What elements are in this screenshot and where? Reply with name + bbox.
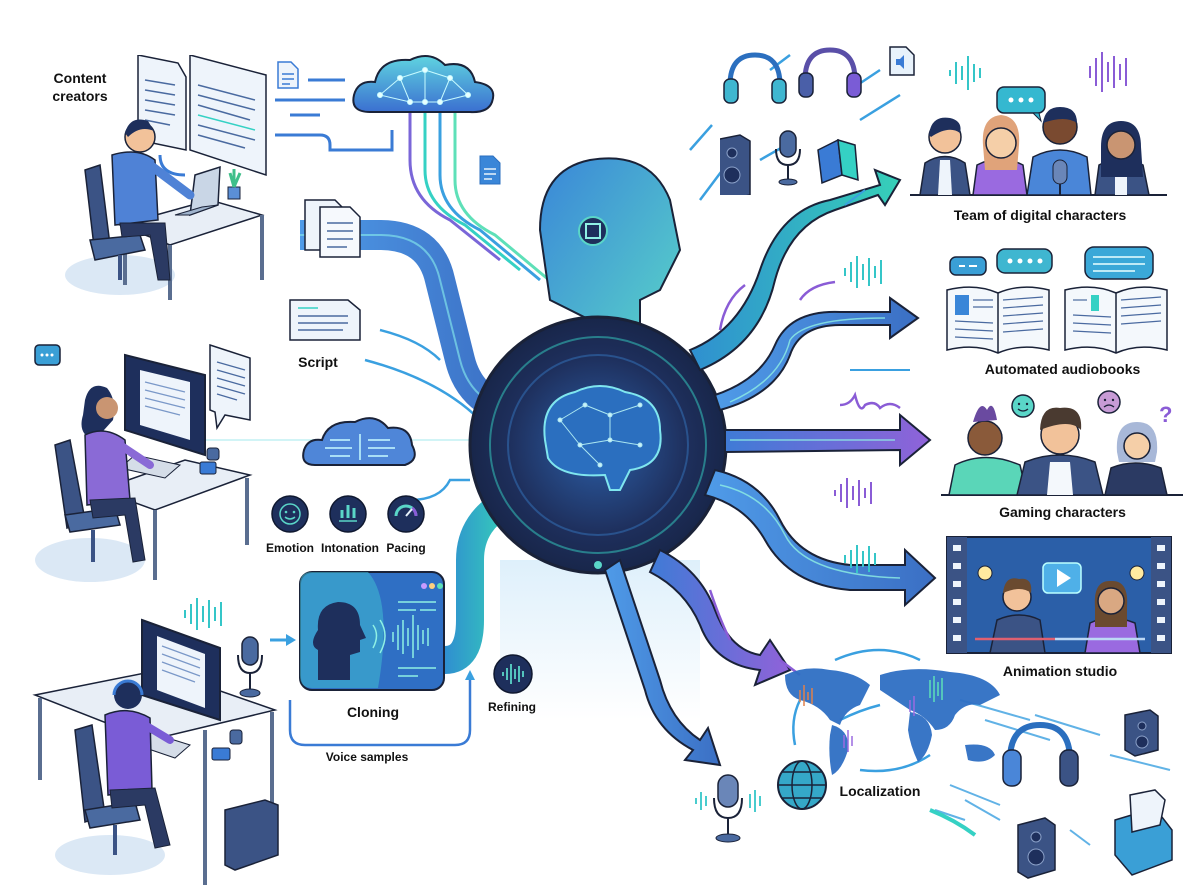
blue-file-icon	[479, 155, 501, 185]
voice-clone-screen	[299, 571, 445, 691]
happy-emoji-icon	[1011, 394, 1035, 418]
speaker-icon	[720, 134, 751, 195]
audio-file-icon	[889, 46, 915, 76]
plant-icon	[227, 186, 241, 200]
man-with-headset-illustration	[32, 618, 279, 885]
script-document-icon	[289, 299, 361, 341]
code-cloud-icon	[302, 417, 416, 466]
pacing-control[interactable]	[386, 494, 426, 539]
spotlight-icon	[977, 565, 993, 581]
woman-at-desktop-illustration	[34, 343, 253, 582]
voice-controls: Emotion Intonation Pacing	[262, 494, 462, 564]
head-silhouette-icon	[313, 602, 366, 680]
headphones-purple-icon	[798, 47, 862, 98]
cloning-node: Cloning	[298, 570, 448, 730]
documents-icon	[304, 199, 361, 258]
gaming-characters-label: Gaming characters	[999, 504, 1126, 520]
animation-studio-illustration	[946, 536, 1172, 654]
question-mark-icon: ?	[1159, 402, 1172, 427]
refining-node: Refining	[480, 652, 550, 722]
intonation-control[interactable]	[328, 494, 368, 539]
speech-panel-icon	[209, 343, 251, 431]
mug-icon	[206, 447, 220, 461]
speaker-icon	[1017, 817, 1056, 879]
refining-label: Refining	[488, 700, 536, 714]
headphones-icon	[1002, 721, 1079, 787]
animation-studio-label: Animation studio	[1002, 663, 1118, 679]
microphone-icon	[237, 636, 263, 698]
script-writer-scene	[25, 340, 255, 590]
voice-recording-scene	[30, 600, 280, 890]
pacing-label: Pacing	[386, 541, 426, 555]
emotion-label: Emotion	[266, 541, 314, 555]
content-creator-scene: Content creators	[30, 55, 270, 305]
mouse-pad-icon	[199, 461, 217, 475]
spotlight-icon	[1129, 565, 1145, 581]
globe-icon	[777, 760, 827, 810]
booklet-icon	[817, 138, 859, 185]
man-at-laptop-illustration	[65, 55, 267, 300]
content-creators-label: Content creators	[52, 70, 108, 104]
script-label: Script	[298, 354, 338, 370]
headset-icon	[112, 679, 144, 696]
voice-samples-label: Voice samples	[325, 750, 409, 764]
open-book-icon	[1064, 286, 1168, 354]
smiley-icon	[271, 495, 309, 533]
file-icon	[277, 61, 299, 89]
gaming-characters-illustration: ?	[941, 390, 1183, 496]
audiobooks-label: Automated audiobooks	[984, 361, 1141, 377]
output-automated-audiobooks: Automated audiobooks	[935, 245, 1190, 380]
localization-label: Localization	[839, 783, 921, 799]
ai-core	[468, 157, 728, 575]
localization-illustration	[777, 668, 1173, 879]
audio-devices-cluster	[720, 46, 915, 195]
output-gaming-characters: ? Gaming characters	[935, 390, 1190, 525]
inbox-document-icon	[1114, 789, 1173, 876]
pc-tower-icon	[224, 799, 279, 871]
waveform-circle-icon	[493, 654, 533, 694]
output-team-of-digital-characters: Team of digital characters	[905, 85, 1175, 225]
intonation-label: Intonation	[321, 541, 379, 555]
output-localization: Localization	[760, 650, 1180, 890]
text-panel-icon	[189, 55, 267, 177]
script-node: Script	[288, 298, 368, 378]
sad-emoji-icon	[1097, 390, 1121, 414]
studio-mic-icon	[775, 130, 801, 186]
headphones-icon	[723, 52, 787, 104]
cloning-label: Cloning	[346, 704, 400, 720]
bottom-microphone-icon	[695, 774, 761, 843]
open-book-icon	[946, 286, 1050, 354]
audiobooks-illustration	[946, 246, 1168, 354]
team-characters-illustration	[910, 86, 1167, 196]
speaker-icon	[1124, 709, 1159, 757]
team-characters-label: Team of digital characters	[953, 207, 1127, 223]
output-animation-studio: Animation studio	[945, 535, 1175, 685]
neural-cloud-icon	[352, 55, 495, 114]
emotion-control[interactable]	[270, 494, 310, 539]
gauge-icon	[387, 495, 425, 533]
equalizer-icon	[329, 495, 367, 533]
podcast-mic-icon	[1052, 159, 1068, 185]
world-map-icon	[785, 668, 1000, 775]
